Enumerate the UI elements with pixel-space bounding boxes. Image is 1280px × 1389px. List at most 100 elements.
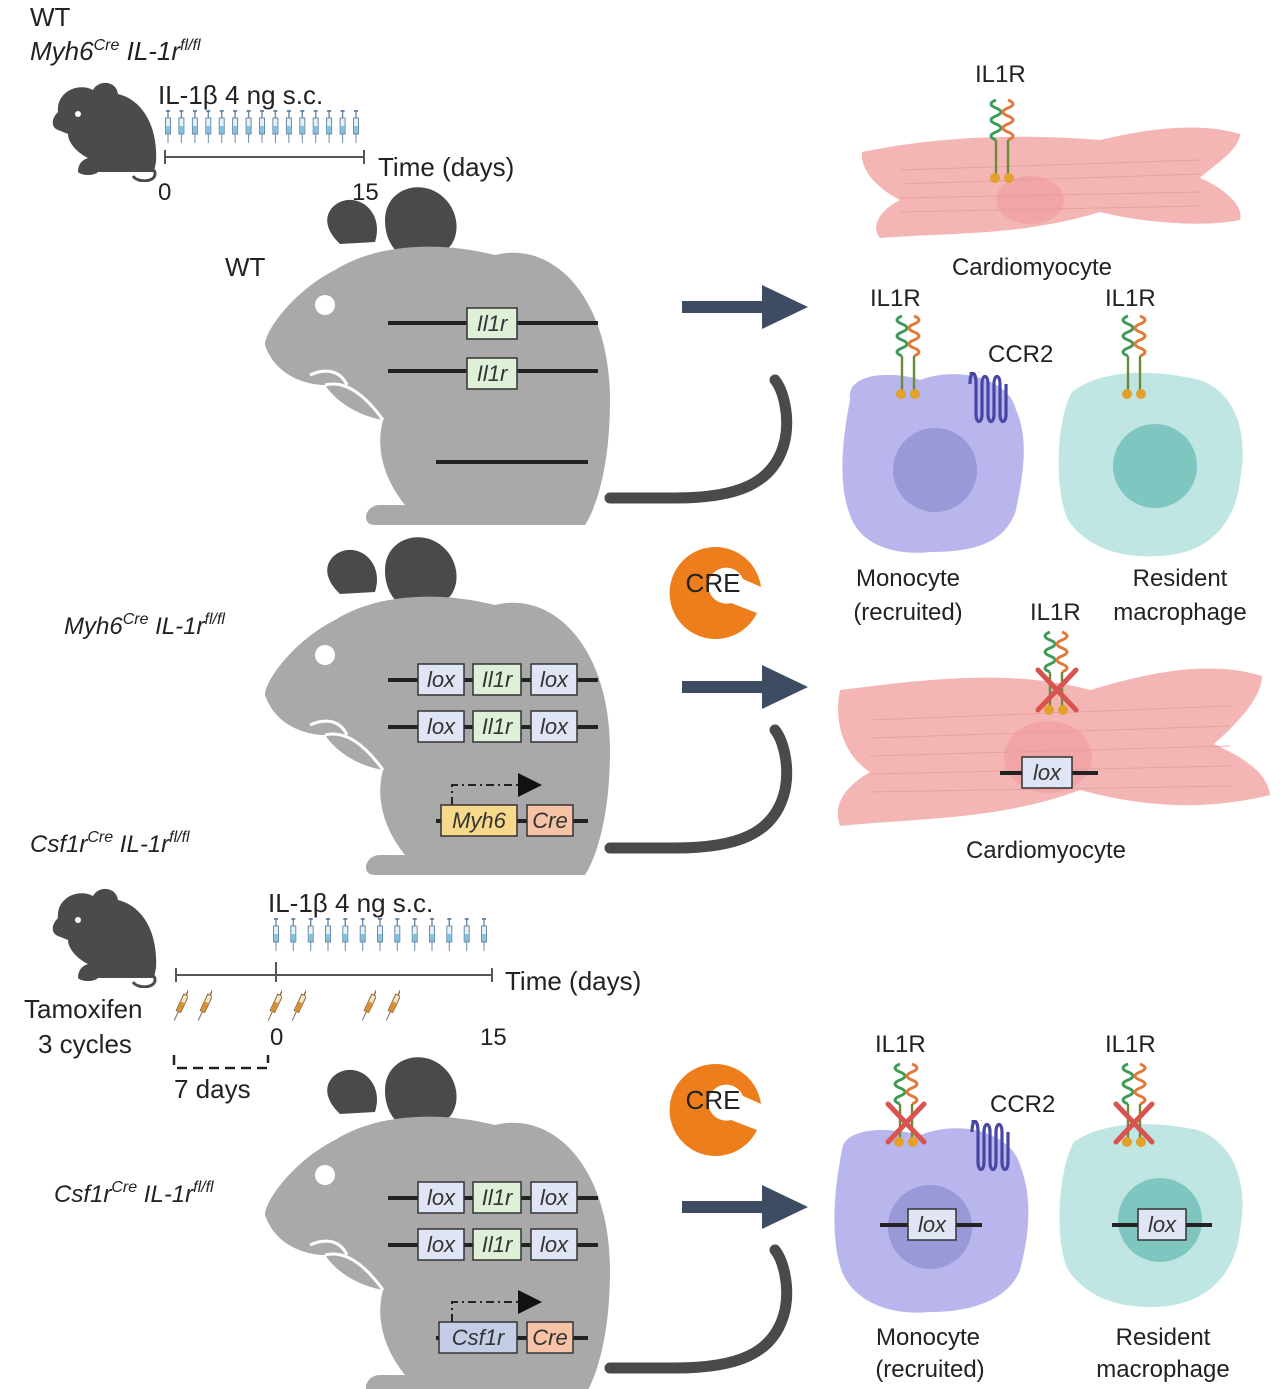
genotype-myh6-label: Myh6Cre IL-1rfl/fl [30, 36, 201, 66]
dose-label: IL-1β 4 ng s.c. [158, 80, 323, 110]
il1r-gene-label: Il1r [482, 1185, 514, 1210]
lox-label: lox [540, 1232, 569, 1257]
il1r-gene-box [472, 1181, 522, 1214]
tamoxifen-label: Tamoxifen [24, 994, 143, 1024]
tamoxifen-injection-icon [268, 988, 282, 1023]
csf1r-genotype-heading: Csf1rCre IL-1rfl/fl [30, 829, 190, 858]
csf1r-promoter-box [438, 1321, 518, 1354]
lox-label: lox [918, 1212, 947, 1237]
cardiomyocyte-label: Cardiomyocyte [952, 254, 1112, 281]
syringe-icon [290, 918, 297, 952]
myh6-cells: IL1R lox Cardiomyocyte [837, 599, 1270, 864]
arrow-right-icon [682, 665, 808, 709]
lox-site-box [417, 1181, 465, 1214]
syringe-icon [245, 110, 252, 144]
lox-label: lox [427, 1185, 456, 1210]
arrow-right-icon [682, 1185, 808, 1229]
lox-label: lox [1148, 1212, 1177, 1237]
wt-mouse-label: WT [225, 252, 266, 282]
il1r-receptor-label: IL1R [875, 1031, 926, 1058]
syringe-icon [352, 110, 360, 144]
syringe-icon [164, 110, 172, 144]
seven-day-bracket [172, 1055, 270, 1070]
syringe-icon [178, 110, 185, 144]
cardiomyocyte-label: Cardiomyocyte [966, 837, 1126, 864]
tamoxifen-injection-icon [198, 988, 212, 1023]
syringe-row-b [272, 918, 488, 952]
tamoxifen-injection-icon [174, 988, 188, 1023]
myh6-genotype-label: Myh6Cre IL-1rfl/fl [64, 611, 225, 640]
ccr2-receptor-icon [970, 1120, 1010, 1172]
il1r-receptor-label: IL1R [1030, 599, 1081, 626]
ccr2-receptor-label: CCR2 [990, 1091, 1055, 1118]
monocyte-sublabel: (recruited) [875, 1356, 984, 1383]
syringe-icon [376, 918, 384, 952]
wt-mouse-group: WT Il1r Il1r [225, 187, 808, 525]
arrow-right-icon [682, 285, 808, 329]
knockout-x-icon [1035, 667, 1079, 713]
myh6-promoter-box [440, 804, 518, 837]
il1r-gene-box [472, 710, 522, 743]
il1r-gene-label: Il1r [477, 361, 509, 386]
syringe-icon [272, 110, 279, 144]
tamoxifen-injection-icon [386, 988, 400, 1023]
ccr2-receptor-icon [968, 372, 1008, 424]
lox-label: lox [540, 667, 569, 692]
syringe-icon [231, 110, 239, 144]
lox-site-box [417, 710, 465, 743]
ccr2-receptor-label: CCR2 [988, 341, 1053, 368]
lox-label: lox [427, 714, 456, 739]
bracket-label: 7 days [174, 1074, 251, 1104]
lox-label: lox [1033, 760, 1062, 785]
lox-site-box [530, 663, 578, 696]
cre-gene-box [526, 804, 574, 837]
il1r-gene-box [472, 663, 522, 696]
csf1r-mouse-group: Csf1rCre IL-1rfl/fl lox Il1r lox lox Il1… [54, 1057, 808, 1389]
time-axis-label-a: Time (days) [378, 152, 514, 182]
csf1r-promoter-label: Csf1r [452, 1325, 506, 1350]
wt-cells: IL1R Cardiomyocyte IL1R CCR2 Monocyte (r… [842, 61, 1247, 626]
cre-gene-label: Cre [532, 808, 567, 833]
lox-site-box [417, 1228, 465, 1261]
cre-gene-label: Cre [532, 1325, 567, 1350]
il1r-gene-label: Il1r [482, 714, 514, 739]
syringe-icon [428, 918, 436, 952]
lox-site-box [417, 663, 465, 696]
tick-end-b: 15 [480, 1024, 507, 1051]
small-mouse-icon [51, 81, 158, 182]
il1r-receptor-label: IL1R [870, 285, 921, 312]
tamoxifen-cycles-label: 3 cycles [38, 1029, 132, 1059]
syringe-icon [463, 918, 470, 952]
il1r-gene-box [466, 357, 518, 390]
syringe-icon [324, 918, 332, 952]
lox-label: lox [427, 667, 456, 692]
syringe-icon [312, 110, 319, 144]
monocyte-sublabel: (recruited) [853, 599, 962, 626]
il1r-receptor-label: IL1R [1105, 1031, 1156, 1058]
syringe-icon [411, 918, 418, 952]
tamoxifen-injection-icon [362, 988, 376, 1023]
monocyte-label: Monocyte [876, 1324, 980, 1351]
monocyte-label: Monocyte [856, 565, 960, 592]
myh6-mouse-group: Myh6Cre IL-1rfl/fl lox Il1r lox lox Il1r… [64, 537, 808, 875]
syringe-row-a [164, 110, 360, 144]
time-axis-label-b: Time (days) [505, 966, 641, 996]
lox-site-box [907, 1208, 957, 1241]
syringe-icon [272, 918, 280, 952]
lox-site-box [530, 710, 578, 743]
lox-site-box [1021, 756, 1073, 789]
lox-site-box [530, 1228, 578, 1261]
csf1r-cells: IL1R CCR2 lox Monocyte (recruited) IL1R … [834, 1031, 1243, 1383]
lox-label: lox [427, 1232, 456, 1257]
il1r-gene-label: Il1r [482, 1232, 514, 1257]
tick-start-b: 0 [270, 1024, 283, 1051]
lox-label: lox [540, 1185, 569, 1210]
il1r-receptor-label: IL1R [1105, 285, 1156, 312]
syringe-icon [258, 110, 266, 144]
macrophage-label: Resident [1133, 565, 1228, 592]
macrophage-sublabel: macrophage [1113, 599, 1246, 626]
syringe-icon [480, 918, 488, 952]
macrophage-label: Resident [1116, 1324, 1211, 1351]
syringe-icon [339, 110, 346, 144]
cre-gene-box [526, 1321, 574, 1354]
